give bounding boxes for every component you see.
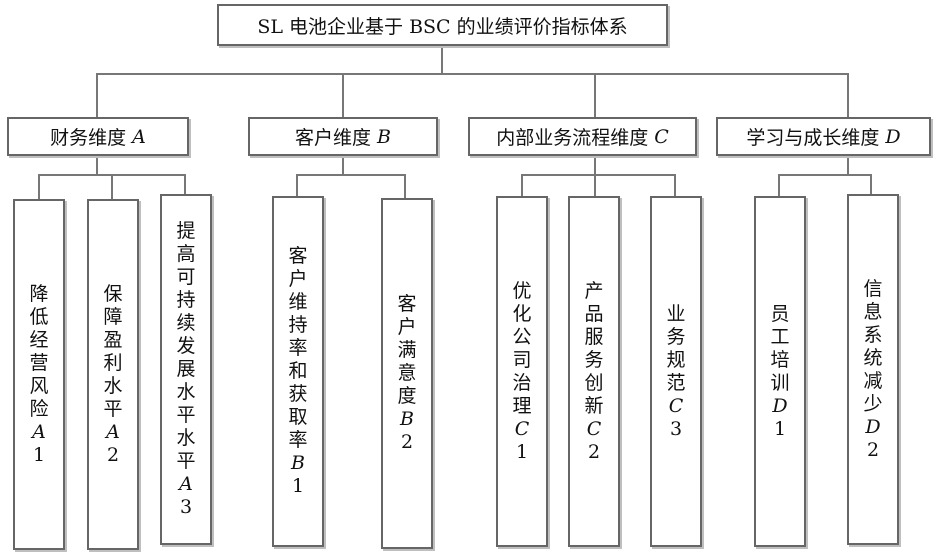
indicator-code-number: 2 <box>400 431 414 453</box>
connector-dim-a-up <box>96 73 98 117</box>
indicator-code-number: 1 <box>32 443 46 466</box>
indicator-code-letter: C <box>668 394 684 417</box>
connector-a2 <box>111 174 113 199</box>
indicator-label: 保障盈利水平 <box>103 282 123 420</box>
indicator-code-number: 2 <box>106 443 120 466</box>
connector-b-bar <box>296 174 406 176</box>
connector-b-down <box>342 156 344 175</box>
dimension-learning-growth: 学习与成长维度 D <box>716 117 931 156</box>
dimension-letter: C <box>654 125 669 148</box>
connector-c1 <box>521 174 523 196</box>
indicator-label: 降低经营风险 <box>29 282 49 420</box>
connector-b2 <box>404 174 406 198</box>
indicator-label: 信息系统减少 <box>863 277 883 415</box>
connector-dim-c-up <box>594 73 596 117</box>
dimension-name: 客户维度 <box>294 127 371 149</box>
connector-top-horizontal <box>96 73 848 75</box>
indicator-code-letter: D <box>865 415 881 438</box>
dimension-customer: 客户维度 B <box>248 117 438 156</box>
root-node: SL 电池企业基于 BSC 的业绩评价指标体系 <box>217 4 668 46</box>
indicator-code-letter: C <box>586 417 602 440</box>
connector-d2 <box>870 174 872 194</box>
indicator-code-letter: A <box>32 420 46 443</box>
indicator-label: 业务规范 <box>666 302 686 394</box>
connector-d-bar <box>778 174 872 176</box>
dimension-letter: D <box>885 125 901 148</box>
indicator-code-number: 3 <box>179 496 193 518</box>
connector-b1 <box>296 174 298 196</box>
connector-dim-d-up <box>847 73 849 117</box>
dimension-name: 财务维度 <box>50 127 127 149</box>
indicator-code-number: 1 <box>291 475 305 497</box>
indicator-label: 客户满意度 <box>397 293 417 407</box>
connector-root-down <box>441 46 443 74</box>
dimension-name: 学习与成长维度 <box>746 127 880 149</box>
connector-a-down <box>96 156 98 175</box>
indicator-code-letter: B <box>291 452 305 474</box>
indicator-label: 客户维持率和获取率 <box>288 245 308 451</box>
dimension-letter: A <box>132 125 146 148</box>
indicator-label: 产品服务创新 <box>584 279 604 417</box>
connector-a3 <box>184 174 186 194</box>
indicator-label: 优化公司治理 <box>512 279 532 417</box>
indicator-code-letter: B <box>400 408 414 430</box>
indicator-code-number: 2 <box>866 438 880 461</box>
connector-c-down <box>594 156 596 175</box>
indicator-code-number: 2 <box>587 440 601 463</box>
connector-c-bar <box>521 174 676 176</box>
connector-c3 <box>674 174 676 196</box>
indicator-code-number: 3 <box>669 417 683 440</box>
dimension-finance: 财务维度 A <box>7 117 189 156</box>
dimension-letter: B <box>377 125 392 148</box>
connector-c2 <box>594 174 596 196</box>
indicator-code-letter: D <box>772 394 788 417</box>
indicator-code-letter: A <box>106 420 120 443</box>
connector-a1 <box>38 174 40 199</box>
indicator-label: 员工培训 <box>770 302 790 394</box>
root-title: SL 电池企业基于 BSC 的业绩评价指标体系 <box>257 15 628 38</box>
indicator-code-number: 1 <box>773 417 787 440</box>
connector-dim-b-up <box>342 73 344 117</box>
dimension-internal-process: 内部业务流程维度 C <box>468 117 697 156</box>
indicator-code-number: 1 <box>515 440 529 463</box>
indicator-code-letter: C <box>514 417 530 440</box>
dimension-name: 内部业务流程维度 <box>496 127 649 149</box>
connector-d1 <box>778 174 780 196</box>
connector-d-down <box>847 156 849 175</box>
indicator-label: 提高可持续发展水平水平 <box>176 220 196 472</box>
indicator-code-letter: A <box>179 473 193 495</box>
